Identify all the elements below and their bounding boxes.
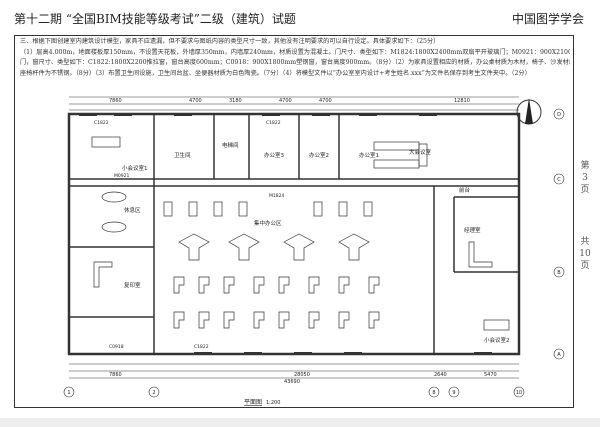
axis-label: 10	[516, 390, 522, 396]
plan-scale: 1:200	[266, 400, 280, 406]
room-label: 卫生间	[174, 151, 191, 159]
dim: 12810	[454, 98, 470, 104]
axis-bubbles	[63, 108, 565, 398]
instruction-line: 座椅杆件为不锈钢。（8分）（3）布置卫生间设施，卫生间台盆、坐便器材质为白色陶瓷…	[20, 69, 531, 77]
window-label: C1822	[266, 120, 281, 126]
dim: 2640	[434, 372, 447, 378]
axis-label: 8	[432, 390, 435, 396]
interior-walls	[69, 114, 519, 354]
room-label: 复印室	[124, 281, 141, 289]
window-label: C0918	[109, 344, 124, 350]
room-label: 休息区	[124, 206, 141, 214]
page-bottom-band	[0, 418, 600, 427]
dim: 5470	[484, 372, 497, 378]
dim: 28050	[294, 372, 310, 378]
dim: 4700	[319, 98, 332, 104]
dim: 7860	[109, 98, 122, 104]
page-total: 共 10 页	[579, 237, 591, 271]
exam-title: 第十二期 “全国BIM技能等级考试”二级（建筑）试题	[14, 12, 296, 26]
axis-label: 9	[452, 390, 455, 396]
furniture	[91, 136, 510, 331]
door-label: M1824	[269, 193, 284, 199]
room-label: 办公室1	[359, 151, 379, 159]
door-label: M0921	[114, 173, 129, 179]
top-dimension-lines	[69, 96, 519, 111]
room-label: 前台	[459, 186, 471, 194]
dim: 4700	[189, 98, 202, 104]
content-frame	[14, 35, 574, 408]
room-label: 集中办公区	[254, 219, 282, 227]
room-label: 办公室2	[309, 151, 329, 159]
window-label: C1822	[94, 120, 109, 126]
dim: 7860	[109, 372, 122, 378]
room-label: 大会议室	[409, 148, 432, 156]
window-label: C1822	[194, 344, 209, 350]
axis-label: C	[557, 177, 561, 183]
plan-caption: 平面图	[244, 399, 262, 406]
instruction-line: 三、根据下图创建室内建筑设计模型，家具不应遗漏，但不要求与图纸内容的类型尺寸一致…	[20, 38, 440, 45]
outer-wall	[67, 112, 521, 356]
dim: 4700	[279, 98, 292, 104]
room-label: 小会议室2	[484, 336, 510, 344]
total-dimension: 43690	[284, 379, 300, 385]
windows	[79, 113, 492, 355]
bottom-dimension-lines	[69, 363, 519, 379]
axis-label: A	[557, 352, 561, 358]
axis-label: D	[557, 112, 561, 118]
instruction-line: （1）层高4.000m，地面楼板厚150mm，不设置天花板，外墙厚350mm，内…	[20, 48, 570, 56]
room-label: 电梯间	[222, 141, 239, 149]
workstations	[173, 276, 380, 329]
axis-label: 2	[152, 390, 155, 396]
axis-label: B	[557, 270, 561, 276]
dim: 3180	[229, 98, 242, 104]
instructions: 三、根据下图创建室内建筑设计模型，家具不应遗漏，但不要求与图纸内容的类型尺寸一致…	[20, 37, 570, 79]
organization-name: 中国图学学会	[511, 12, 584, 26]
instruction-line: 门，窗尺寸、类型如下：C1822:1800X2200推拉窗，窗台高度600mm；…	[20, 59, 570, 67]
axis-label: 1	[67, 390, 70, 396]
page-number: 第 3 页	[580, 161, 590, 195]
north-arrow-icon	[516, 98, 542, 125]
room-label: 小会议室1	[122, 164, 148, 172]
room-label: 经理室	[464, 226, 481, 234]
room-label: 办公室3	[264, 151, 285, 159]
floor-plan: 7860 4700 3180 4700 4700 12810 小会议室1 卫生间…	[63, 96, 565, 406]
